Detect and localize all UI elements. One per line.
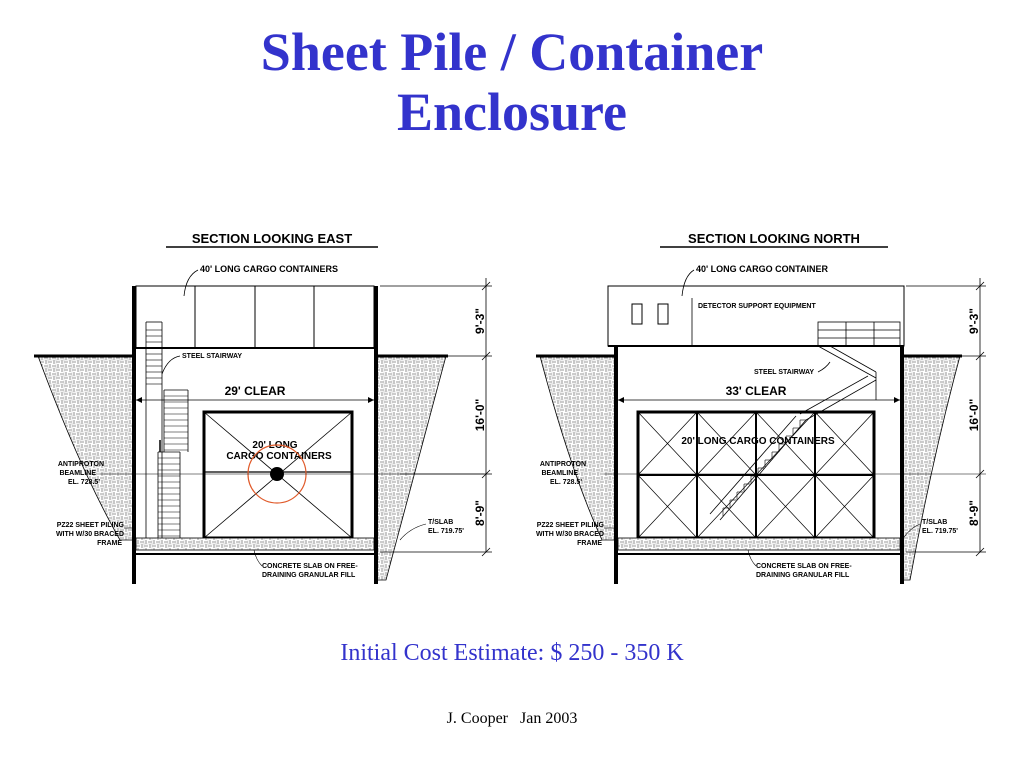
north-container-label: 40' LONG CARGO CONTAINER [696, 264, 828, 274]
stair-tread [637, 474, 698, 539]
north-dim-3: 8'-9" [967, 500, 981, 526]
north-door-2 [657, 303, 669, 325]
stair-tread [755, 411, 816, 476]
east-heading: SECTION LOOKING EAST [192, 231, 352, 246]
north-beamline-1: ANTIPROTON [540, 461, 586, 468]
north-dim-2: 16'-0" [967, 399, 981, 432]
north-piling-3: FRAME [577, 540, 602, 547]
section-east: SECTION LOOKING EAST 40' LONG CARGO CONT… [34, 231, 492, 584]
east-piling-2: WITH W/30 BRACED [56, 531, 124, 538]
north-inner-label: 20' LONG CARGO CONTAINERS [681, 436, 835, 447]
stair-tread [637, 411, 698, 476]
east-containers-label: 40' LONG CARGO CONTAINERS [200, 264, 338, 274]
east-clear-label: 29' CLEAR [225, 384, 286, 398]
title-line-2: Enclosure [396, 82, 628, 142]
east-piling-3: FRAME [97, 540, 122, 547]
east-soil-left [37, 355, 135, 541]
east-tslab-1: T/SLAB [428, 519, 453, 526]
cost-estimate: Initial Cost Estimate: $ 250 - 350 K [340, 640, 684, 666]
east-concrete-2: DRAINING GRANULAR FILL [262, 572, 356, 579]
east-dim-2: 16'-0" [473, 399, 487, 432]
east-tslab-2: EL. 719.75' [428, 528, 464, 535]
east-slab [135, 537, 375, 551]
east-beamline-2: BEAMLINE [59, 470, 96, 477]
title-line-1: Sheet Pile / Container [260, 22, 764, 82]
north-piling-2: WITH W/30 BRACED [536, 531, 604, 538]
north-concrete-1: CONCRETE SLAB ON FREE- [756, 563, 852, 570]
north-tslab-2: EL. 719.75' [922, 528, 958, 535]
footer-credit: J. Cooper Jan 2003 [446, 710, 578, 727]
north-detector-label: DETECTOR SUPPORT EQUIPMENT [698, 303, 816, 310]
north-heading: SECTION LOOKING NORTH [688, 231, 860, 246]
section-north: SECTION LOOKING NORTH DETECTOR SUPPORT E… [536, 231, 986, 584]
north-stair-rail [709, 321, 901, 521]
east-soil-right [375, 355, 447, 581]
north-beamline-3: EL. 728.5' [550, 479, 582, 486]
north-soil-right [901, 355, 961, 581]
north-piling-1: PZ22 SHEET PILING [537, 522, 605, 529]
stair-tread [755, 474, 816, 539]
east-beamline-1: ANTIPROTON [58, 461, 104, 468]
north-clear-label: 33' CLEAR [726, 384, 787, 398]
stair-tread [814, 411, 875, 476]
east-dim-1: 9'-3" [473, 308, 487, 334]
north-door-1 [631, 303, 643, 325]
north-soil-left [539, 355, 617, 541]
east-wall-right [374, 286, 378, 584]
stair-tread [696, 474, 757, 539]
north-wall-left [614, 346, 618, 584]
east-stairway [145, 321, 189, 540]
east-dimension-lines [380, 278, 492, 557]
east-dim-3: 8'-9" [473, 500, 487, 526]
north-dim-1: 9'-3" [967, 308, 981, 334]
north-dimension-lines [906, 278, 986, 557]
stair-tread [814, 474, 875, 539]
east-beamline-3: EL. 728.5' [68, 479, 100, 486]
east-concrete-1: CONCRETE SLAB ON FREE- [262, 563, 358, 570]
north-beamline-2: BEAMLINE [541, 470, 578, 477]
north-concrete-2: DRAINING GRANULAR FILL [756, 572, 850, 579]
north-tslab-1: T/SLAB [922, 519, 947, 526]
east-stairway-label: STEEL STAIRWAY [182, 353, 242, 360]
north-stairway-label: STEEL STAIRWAY [754, 369, 814, 376]
north-wall-right [900, 346, 904, 584]
east-inner-label-2: CARGO CONTAINERS [226, 451, 332, 462]
east-piling-1: PZ22 SHEET PILING [57, 522, 125, 529]
east-wall-left [132, 286, 136, 584]
slide-title: Sheet Pile / Container Enclosure [0, 22, 1024, 142]
north-top-container [607, 285, 905, 347]
north-slab [617, 537, 901, 551]
stair-tread [696, 411, 757, 476]
